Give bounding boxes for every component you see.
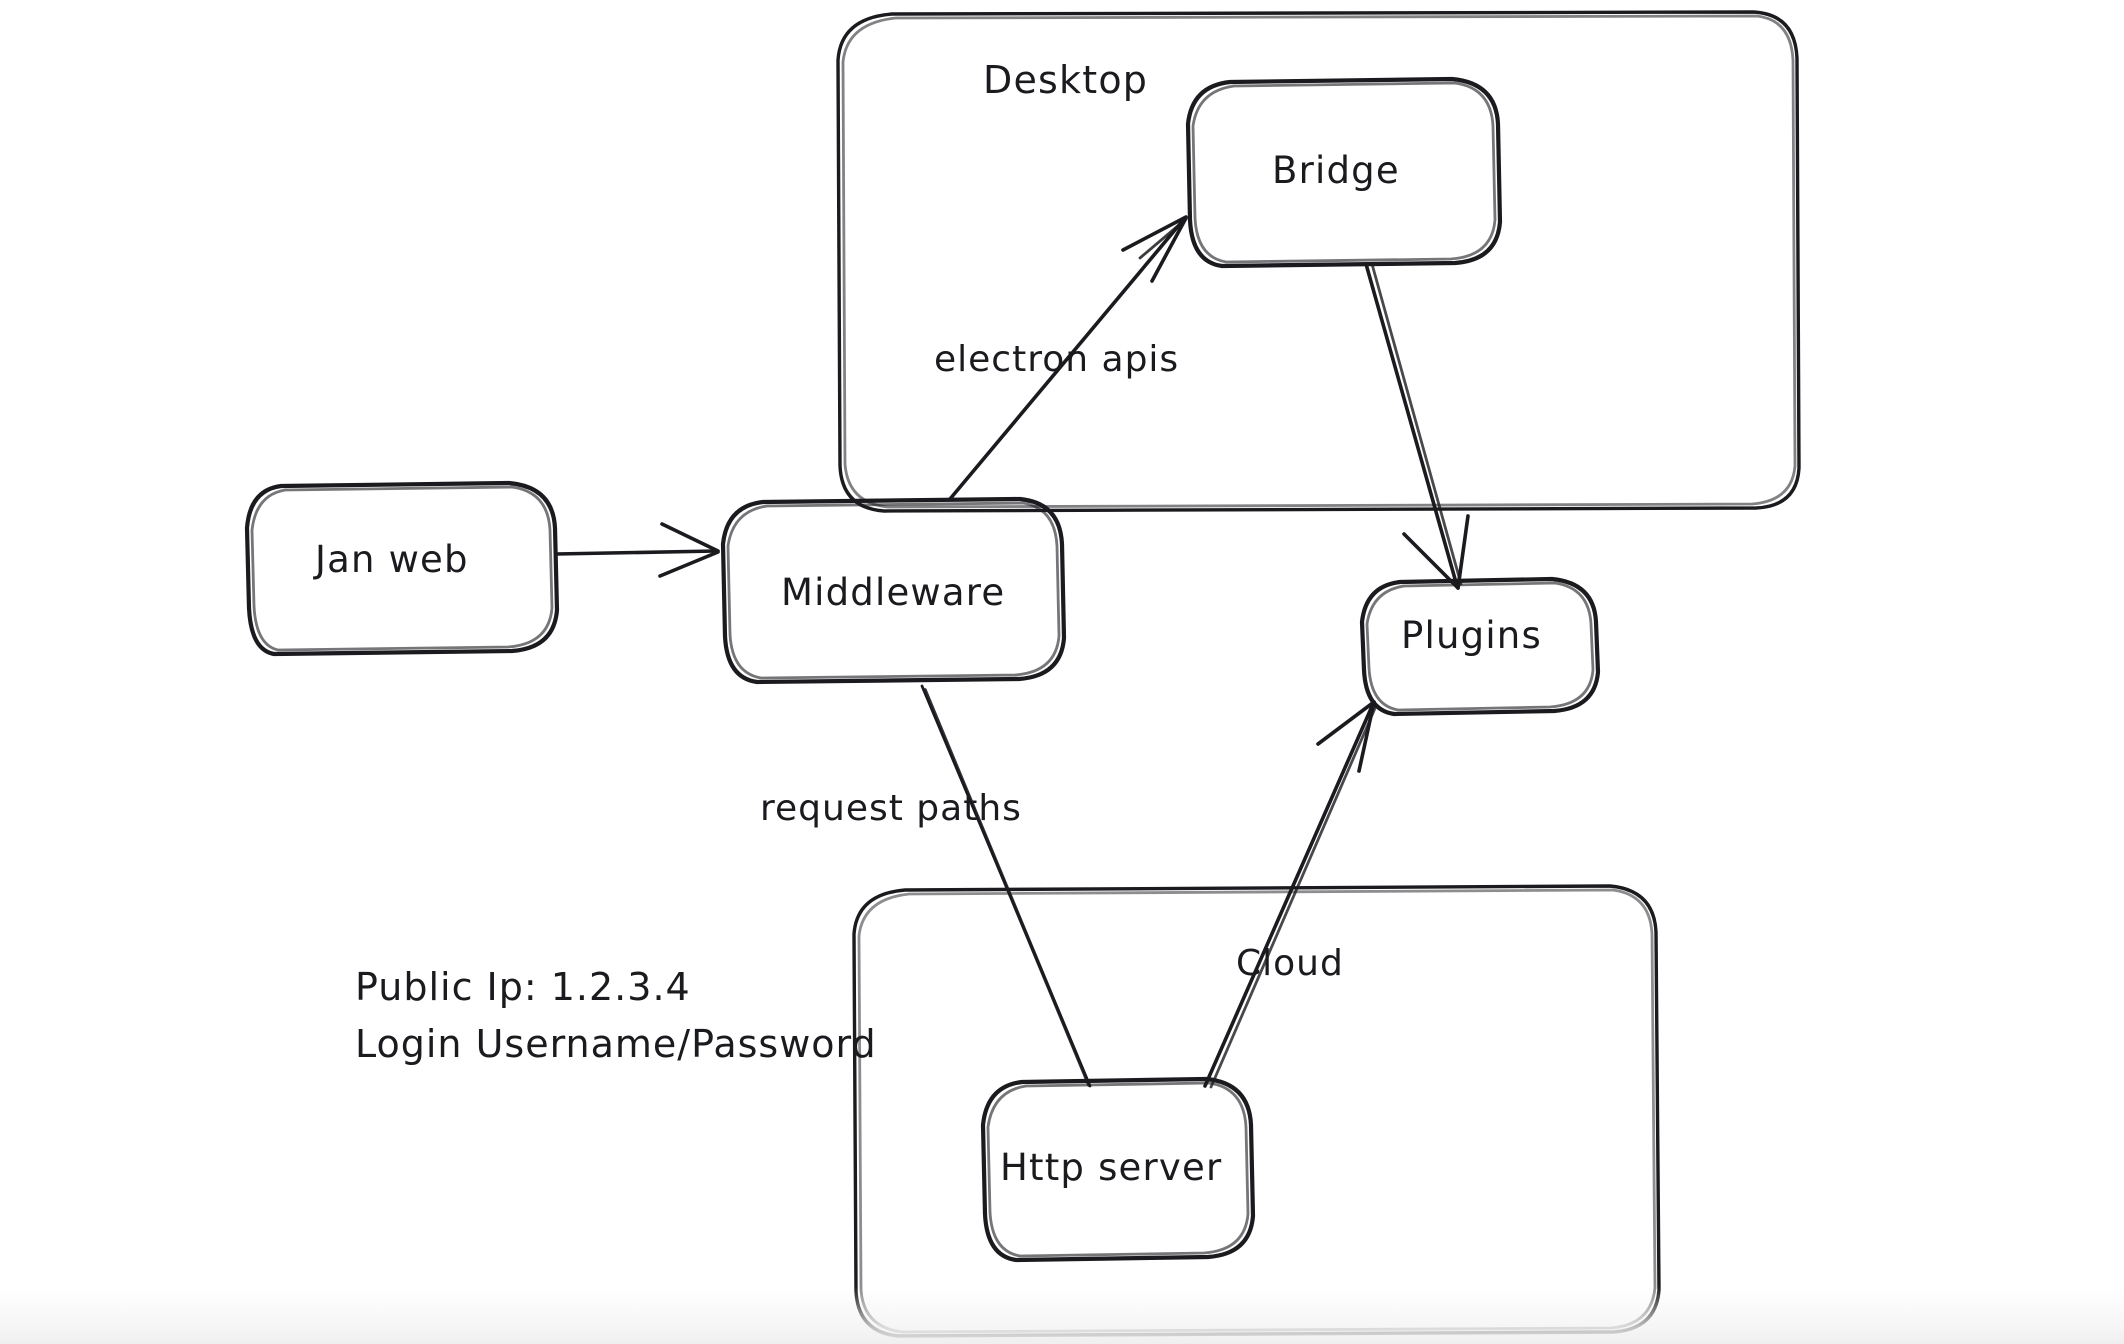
edge-jan-web-to-middleware[interactable] <box>554 522 720 578</box>
edge-middleware-to-http-server[interactable]: request paths <box>760 684 1092 1088</box>
group-desktop-label: Desktop <box>983 58 1148 102</box>
node-http-server-label: Http server <box>1000 1146 1222 1189</box>
node-jan-web[interactable]: Jan web <box>244 480 560 657</box>
edge-bridge-to-plugins[interactable] <box>1364 262 1470 590</box>
edge-label-electron-apis: electron apis <box>934 339 1179 380</box>
node-http-server[interactable]: Http server <box>980 1076 1256 1263</box>
edge-middleware-to-bridge[interactable]: electron apis <box>934 215 1188 501</box>
edge-http-server-to-plugins[interactable]: Cloud <box>1203 700 1378 1089</box>
edge-label-cloud: Cloud <box>1236 943 1344 984</box>
notes-block: Public Ip: 1.2.3.4 Login Username/Passwo… <box>355 965 877 1066</box>
note-login: Login Username/Password <box>355 1022 877 1066</box>
node-bridge[interactable]: Bridge <box>1185 76 1503 269</box>
edge-label-request-paths: request paths <box>760 788 1022 829</box>
node-middleware[interactable]: Middleware <box>720 496 1067 685</box>
node-jan-web-label: Jan web <box>313 538 469 581</box>
note-public-ip: Public Ip: 1.2.3.4 <box>355 965 691 1009</box>
node-plugins-label: Plugins <box>1401 614 1542 657</box>
node-bridge-label: Bridge <box>1272 149 1400 192</box>
node-middleware-label: Middleware <box>781 571 1005 614</box>
node-plugins[interactable]: Plugins <box>1359 576 1601 717</box>
group-desktop[interactable]: Desktop <box>836 10 1801 513</box>
